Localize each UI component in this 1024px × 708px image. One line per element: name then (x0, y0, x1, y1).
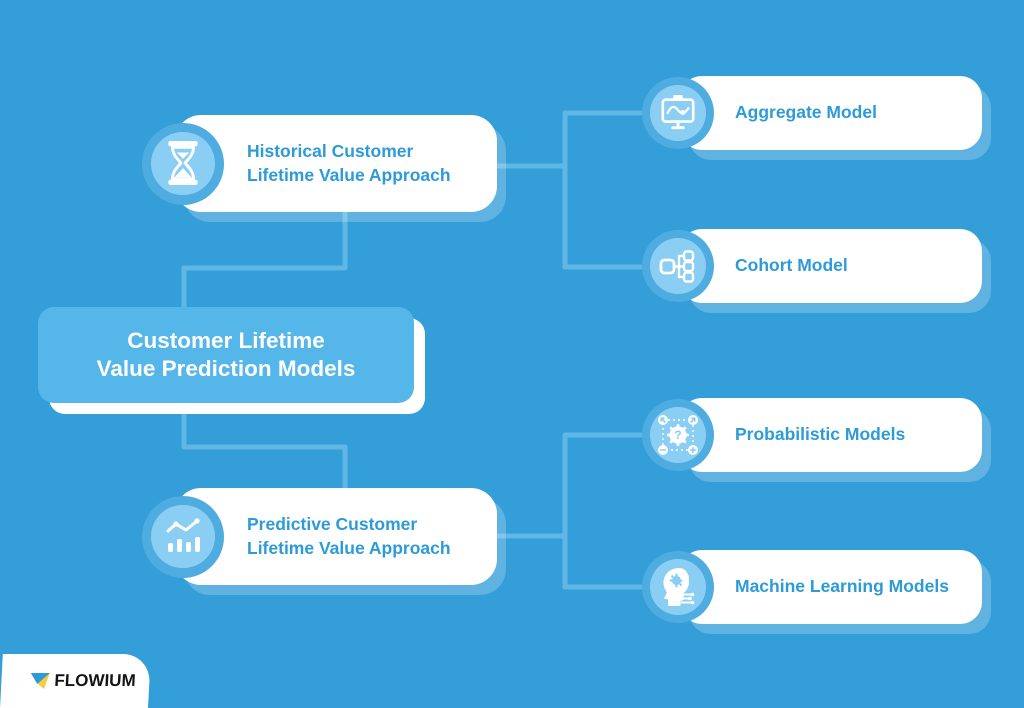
brand-logo-text: FLOWIUM (53, 671, 137, 690)
connector-predictive-branch (562, 432, 651, 590)
historical-icon-circle (142, 122, 224, 205)
center-node: Customer Lifetime Value Prediction Model… (38, 307, 414, 403)
machine-learning-models-label: Machine Learning Models (735, 576, 949, 597)
svg-text:?: ? (674, 428, 681, 442)
node-aggregate-model: Aggregate Model (642, 76, 982, 150)
flowium-logo-mark-icon (30, 673, 50, 689)
center-node-line1: Customer Lifetime (127, 327, 325, 353)
hierarchy-icon (659, 250, 695, 283)
probabilistic-icon-circle: ? (642, 399, 714, 471)
bar-chart-trend-icon (166, 518, 200, 553)
predictive-icon-circle (142, 495, 224, 578)
node-probabilistic-models: ? Probabilistic Models (642, 398, 982, 472)
node-machine-learning-models: Machine Learning Models (642, 550, 982, 624)
brand-logo-chip: FLOWIUM (0, 654, 151, 708)
connector-center-to-predictive (181, 398, 348, 493)
gear-question-icon: ? (658, 415, 698, 455)
connector-historical-branch (562, 110, 651, 270)
machine-learning-icon-circle (642, 551, 714, 623)
hourglass-icon (168, 141, 198, 186)
cohort-icon-circle (642, 230, 714, 302)
predictive-approach-label: Predictive Customer Lifetime Value Appro… (247, 513, 451, 558)
probabilistic-models-label: Probabilistic Models (735, 424, 906, 445)
center-node-line2: Value Prediction Models (96, 356, 356, 381)
aggregate-icon-circle (642, 77, 714, 149)
node-cohort-model: Cohort Model (642, 229, 982, 303)
ai-head-icon (663, 568, 695, 606)
cohort-model-label: Cohort Model (735, 255, 848, 276)
connector-historical-to-center (181, 209, 348, 312)
presentation-chart-icon (661, 94, 695, 130)
aggregate-model-label: Aggregate Model (735, 102, 877, 123)
node-predictive-approach: Predictive Customer Lifetime Value Appro… (142, 488, 497, 585)
node-historical-approach: Historical Customer Lifetime Value Appro… (142, 115, 497, 212)
historical-approach-label: Historical Customer Lifetime Value Appro… (247, 140, 451, 185)
